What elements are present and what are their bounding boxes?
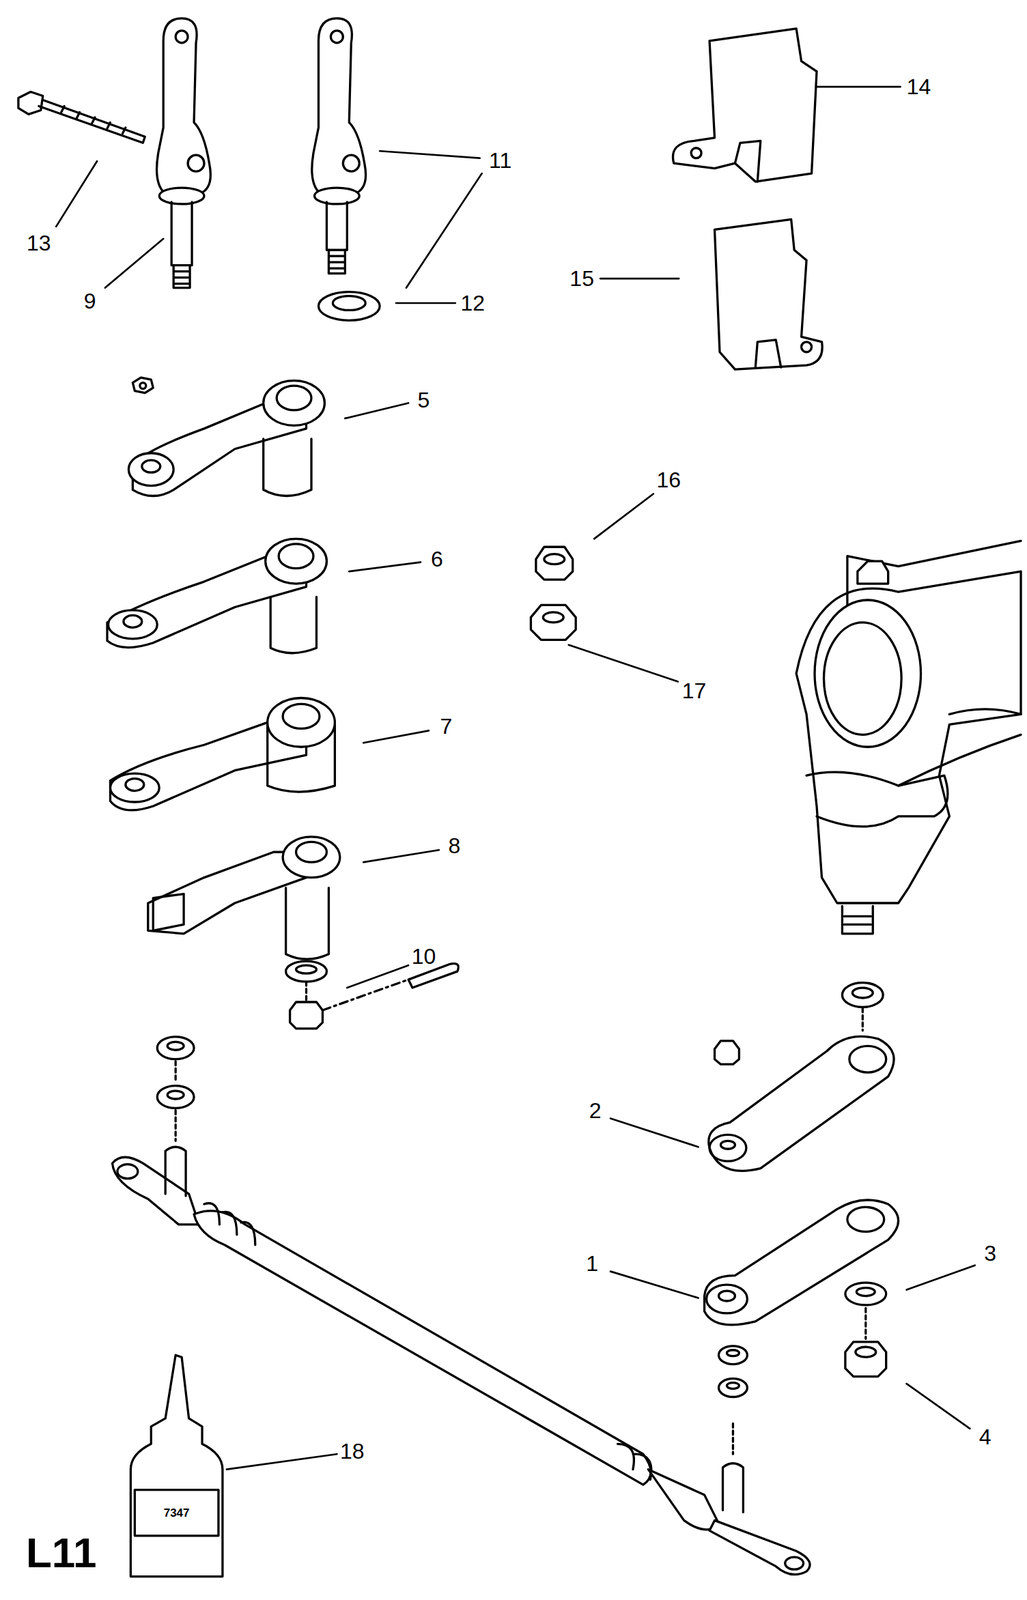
product-label: 7347 [163, 1507, 190, 1519]
callout-number: 12 [460, 292, 485, 315]
callout-number: 9 [83, 290, 97, 313]
callout-number: 5 [417, 389, 431, 412]
callout-number: 7 [439, 715, 453, 738]
callout-number: 10 [411, 945, 437, 968]
callout-number: 2 [589, 1100, 602, 1122]
callout-number: 14 [906, 75, 932, 98]
callout-number: 4 [979, 1426, 992, 1449]
callout-number: 3 [983, 1242, 997, 1265]
callout-number: 8 [447, 835, 461, 857]
callout-number: 1 [585, 1253, 599, 1275]
figure-code: L11 [25, 1532, 97, 1575]
callout-number: 13 [26, 232, 52, 255]
callout-number: 15 [569, 267, 595, 290]
callout-number: 18 [340, 1440, 365, 1463]
callout-number: 6 [430, 548, 444, 571]
callout-number: 17 [682, 680, 707, 702]
callout-number: 16 [656, 469, 681, 491]
callout-number: 11 [488, 149, 512, 172]
